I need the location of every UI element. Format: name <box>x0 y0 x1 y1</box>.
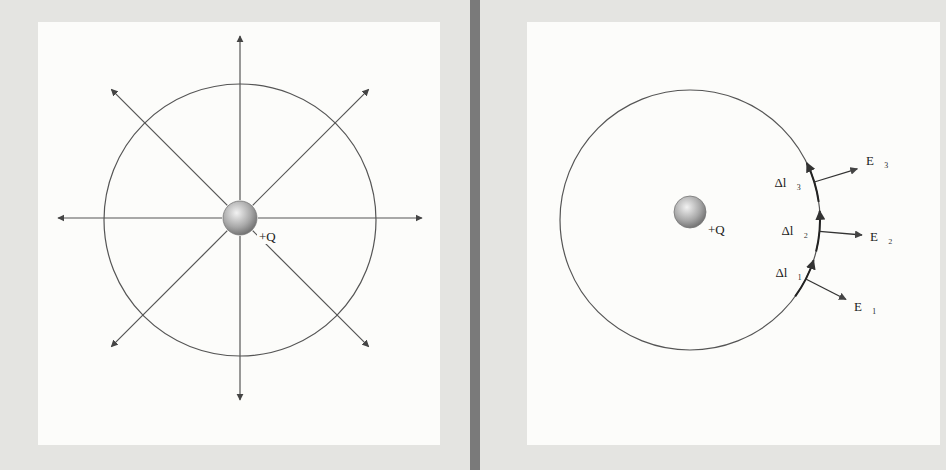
charge-label: +Q <box>706 222 727 237</box>
line-element-label: Δl⃗₃ <box>772 175 803 190</box>
gauss-circle <box>104 84 376 356</box>
closed-path <box>560 90 820 350</box>
charge-sphere <box>223 201 257 235</box>
field-lines <box>58 36 422 400</box>
charge-sphere <box>674 196 706 228</box>
line-element-label: Δl⃗₂ <box>779 223 810 238</box>
charge-label: +Q <box>257 229 278 244</box>
divider <box>470 0 480 470</box>
field-vector-label: E⃗₂ <box>868 229 895 244</box>
left-panel <box>38 22 440 445</box>
left-frame <box>0 0 470 470</box>
field-vector-label: E⃗₁ <box>852 299 879 314</box>
field-vectors <box>806 169 862 300</box>
field-vector-label: E⃗₃ <box>864 153 891 168</box>
line-element-label: Δl⃗₁ <box>773 265 804 280</box>
right-panel <box>527 22 940 445</box>
right-frame <box>480 0 946 470</box>
